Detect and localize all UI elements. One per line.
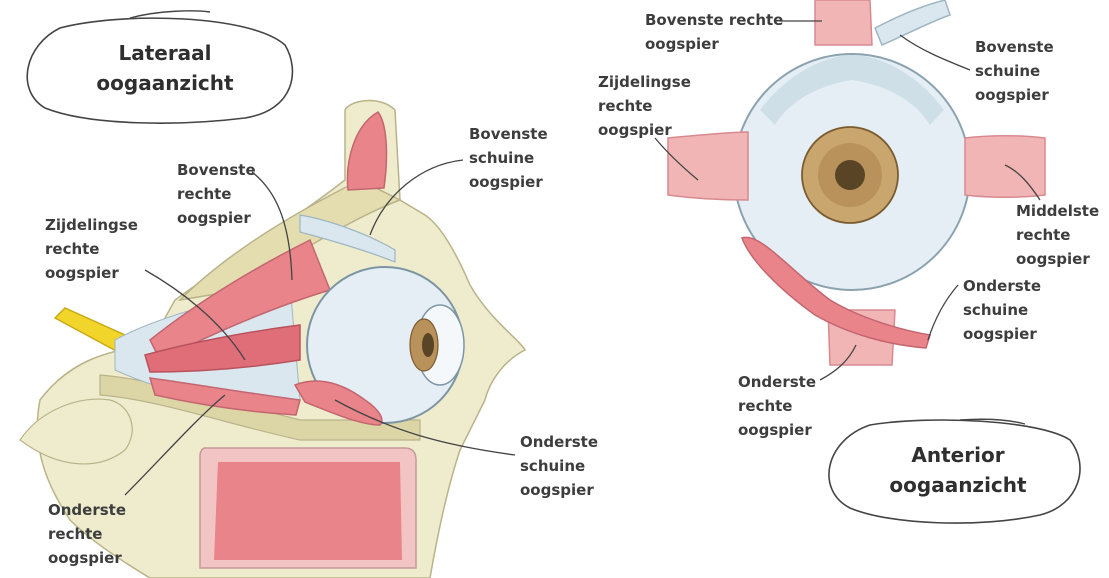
label-line: oogspier [738,418,816,442]
label-line: schuine [975,59,1054,83]
label-line: Bovenste rechte [645,8,783,32]
label-line: oogspier [469,170,548,194]
label-line: oogspier [645,32,783,56]
label-line: oogspier [520,478,598,502]
label-line: oogspier [975,83,1054,107]
label-line: schuine [469,146,548,170]
label-line: Bovenste [469,122,548,146]
label-anterior-inferior-rectus: Onderste rechte oogspier [738,370,816,442]
anterior-superior-rectus [815,0,872,45]
label-line: oogspier [45,261,138,285]
label-line: Zijdelingse [598,70,691,94]
label-anterior-lateral-rectus: Zijdelingse rechte oogspier [598,70,691,142]
anterior-title-line-1: Anterior [858,440,1058,470]
label-line: rechte [1016,223,1099,247]
leader-ant-superior-oblique [900,35,970,70]
label-line: rechte [48,522,126,546]
anterior-pupil [835,160,865,190]
label-lateral-superior-oblique: Bovenste schuine oogspier [469,122,548,194]
lateral-title-stroke [130,11,210,18]
label-line: Onderste [520,430,598,454]
label-line: Bovenste [177,158,256,182]
label-line: Bovenste [975,35,1054,59]
anterior-superior-oblique [875,0,950,45]
label-anterior-superior-rectus: Bovenste rechte oogspier [645,8,783,56]
label-line: rechte [45,237,138,261]
anterior-medial-rectus [965,136,1045,198]
label-anterior-medial-rectus: Middelste rechte oogspier [1016,199,1099,271]
label-line: rechte [598,94,691,118]
lateral-title-line-1: Lateraal [70,38,260,68]
label-anterior-inferior-oblique: Onderste schuine oogspier [963,274,1041,346]
pupil-lateral [422,333,434,357]
anterior-view-title: Anterior oogaanzicht [858,440,1058,500]
anterior-lateral-rectus [668,132,748,200]
label-lateral-inferior-oblique: Onderste schuine oogspier [520,430,598,502]
label-line: schuine [963,298,1041,322]
label-lateral-inferior-rectus: Onderste rechte oogspier [48,498,126,570]
label-line: Onderste [48,498,126,522]
lateral-title-line-2: oogaanzicht [70,68,260,98]
label-line: Middelste [1016,199,1099,223]
label-line: rechte [738,394,816,418]
label-line: oogspier [1016,247,1099,271]
anterior-title-line-2: oogaanzicht [858,470,1058,500]
bone-fragment [20,399,132,464]
label-lateral-lateral-rectus: Zijdelingse rechte oogspier [45,213,138,285]
label-line: rechte [177,182,256,206]
maxillary-sinus-inner [214,462,402,560]
leader-ant-inferior-oblique [928,285,958,340]
lateral-view-title: Lateraal oogaanzicht [70,38,260,98]
label-line: Onderste [738,370,816,394]
label-anterior-superior-oblique: Bovenste schuine oogspier [975,35,1054,107]
label-line: oogspier [48,546,126,570]
label-line: oogspier [963,322,1041,346]
label-line: oogspier [177,206,256,230]
label-line: Onderste [963,274,1041,298]
label-line: Zijdelingse [45,213,138,237]
label-line: oogspier [598,118,691,142]
label-line: schuine [520,454,598,478]
label-lateral-superior-rectus: Bovenste rechte oogspier [177,158,256,230]
